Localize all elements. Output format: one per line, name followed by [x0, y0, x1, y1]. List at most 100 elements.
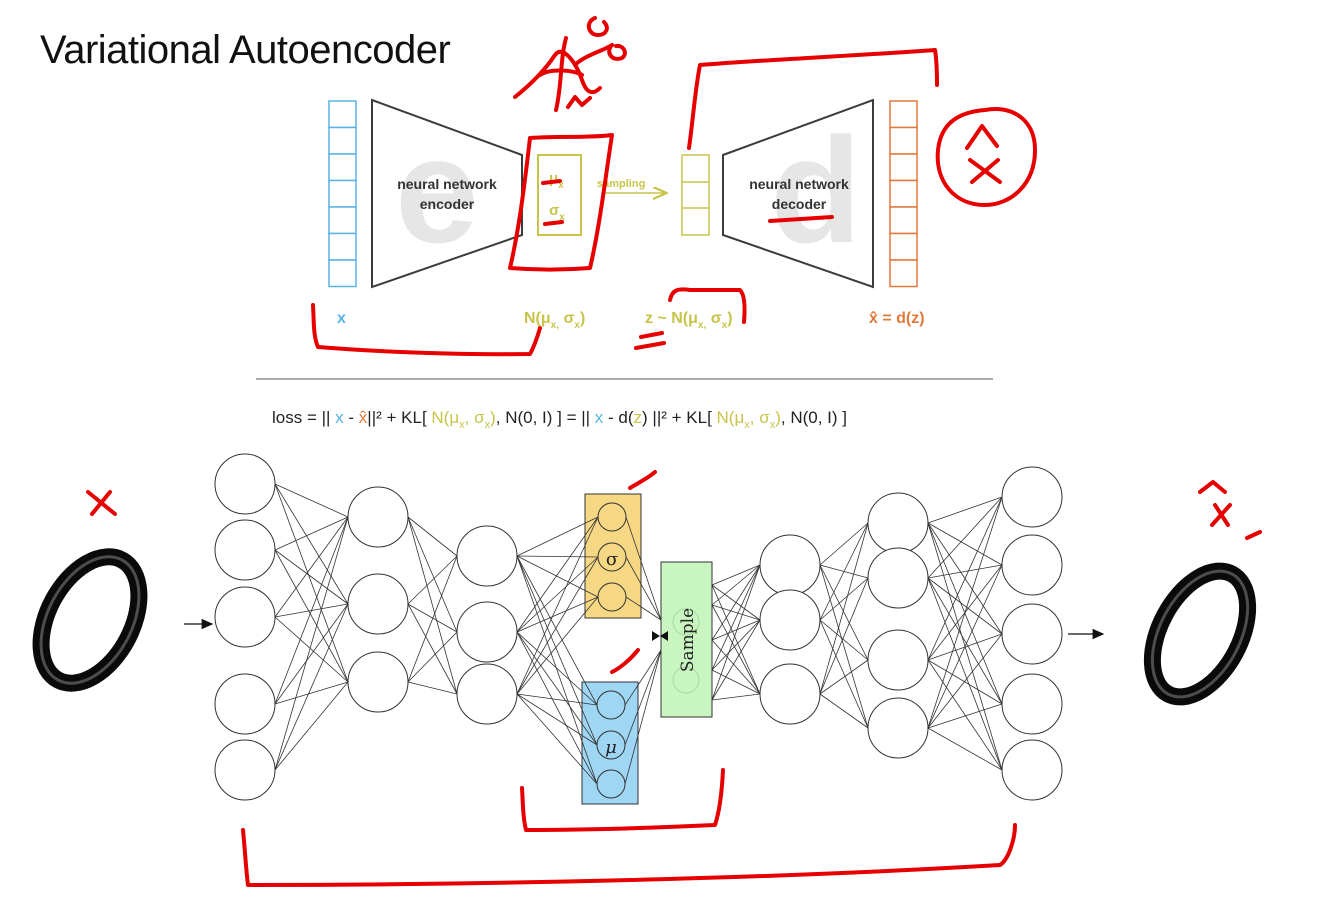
network-edge: [274, 516, 349, 551]
encoder-trapezoid: [371, 98, 523, 289]
network-edge: [819, 659, 869, 695]
network-edge: [711, 564, 761, 586]
network-edge: [711, 564, 761, 671]
neuron-node: [456, 663, 518, 725]
sampling-label: sampling: [597, 178, 645, 190]
network-edge: [927, 496, 1003, 579]
network-edge: [516, 516, 599, 695]
network-edge: [819, 619, 869, 729]
neuron-node: [214, 586, 276, 648]
neuron-node: [596, 769, 626, 799]
network-edge: [516, 555, 598, 706]
network-edge: [516, 631, 598, 706]
neuron-node: [596, 730, 626, 760]
neuron-node: [347, 573, 409, 635]
neuron-node: [1001, 739, 1063, 801]
input-vector-cell: [328, 126, 357, 155]
neuron-node: [867, 697, 929, 759]
mu-box: [581, 681, 639, 805]
neuron-node: [759, 534, 821, 596]
x-label: x: [337, 310, 346, 327]
network-edge: [274, 549, 349, 605]
network-edge: [711, 604, 761, 621]
neuron-node: [597, 582, 627, 612]
network-edge: [407, 516, 458, 633]
network-edges: [274, 483, 1003, 785]
output-vector-cell: [889, 126, 918, 155]
network-edge: [516, 555, 598, 785]
network-edge: [516, 596, 599, 695]
network-edge: [407, 681, 458, 695]
loss-formula: loss = || x - x̂||² + KL[ N(μx, σx), N(0…: [272, 408, 847, 431]
slide-title: Variational Autoencoder: [40, 28, 451, 72]
neuron-node: [214, 739, 276, 801]
neuron-node: [1001, 466, 1063, 528]
output-digit-zero: [1143, 562, 1257, 706]
network-edge: [819, 577, 869, 695]
network-edge: [516, 555, 599, 558]
input-vector-cell: [328, 232, 357, 261]
decoder-label-line2: decoder: [772, 196, 827, 212]
top-diagram: e neural network encoder μx σx sampling …: [328, 98, 925, 331]
input-vector-cell: [328, 259, 357, 288]
network-edge: [819, 577, 869, 621]
network-edge: [927, 522, 1003, 566]
neuron-node: [597, 502, 627, 532]
network-edge: [274, 483, 349, 683]
network-edge: [711, 669, 761, 695]
network-edge: [407, 603, 458, 695]
network-edge: [625, 596, 662, 621]
network-edge: [927, 703, 1003, 729]
network-edge: [927, 659, 1003, 705]
neuron-node: [1001, 603, 1063, 665]
sample-merge-marker: [652, 631, 668, 641]
network-edge: [927, 577, 1003, 635]
output-vector-cell: [889, 232, 918, 261]
input-digit-zero: [32, 548, 148, 692]
bottom-network: σ μ Sample: [184, 453, 1105, 805]
output-vector-cell: [889, 100, 918, 129]
network-edge: [711, 619, 761, 701]
xhat-label: x̂ = d(z): [869, 310, 925, 327]
network-edge: [927, 564, 1003, 579]
input-vector: [328, 100, 357, 288]
network-edge: [407, 555, 458, 605]
network-edge: [516, 556, 599, 695]
network-edge: [819, 522, 869, 695]
output-vector-cell: [889, 179, 918, 208]
encoder-label-line2: encoder: [420, 196, 475, 212]
network-nodes: [214, 453, 1063, 801]
encoder-bracket: [311, 303, 542, 357]
network-edge: [711, 619, 761, 641]
network-edge: [927, 496, 1003, 524]
encoder-label-line1: neural network: [397, 176, 497, 192]
output-vector: [889, 100, 918, 288]
sample-label: Sample: [678, 608, 698, 672]
output-vector-cell: [889, 259, 918, 288]
network-edge: [927, 496, 1003, 729]
neuron-node: [214, 519, 276, 581]
decoder-trapezoid: [722, 98, 874, 289]
input-vector-cell: [328, 179, 357, 208]
dist-label: N(μx, σx): [524, 310, 585, 331]
neuron-node: [759, 589, 821, 651]
network-edge: [274, 603, 349, 705]
network-edge: [274, 603, 349, 771]
network-edge: [516, 631, 598, 785]
network-edge: [407, 555, 458, 683]
network-edge: [711, 564, 761, 606]
latent-params-box: [537, 154, 582, 236]
network-edge: [407, 631, 458, 683]
network-edge: [516, 693, 598, 706]
skip-bracket-top: [687, 48, 939, 150]
network-edge: [927, 633, 1003, 729]
network-edge: [625, 556, 662, 621]
neuron-node: [456, 601, 518, 663]
neuron-node: [1001, 534, 1063, 596]
network-edge: [274, 516, 349, 705]
sigma-node-label: σ: [606, 549, 618, 570]
network-edge: [516, 596, 599, 633]
neuron-node: [867, 547, 929, 609]
network-edge: [274, 483, 349, 518]
